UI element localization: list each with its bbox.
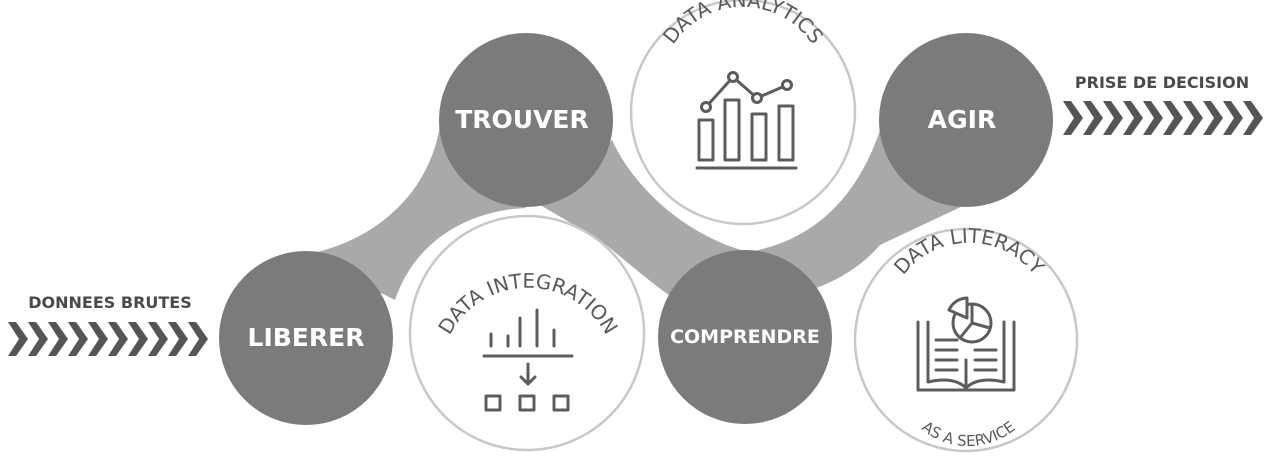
input-label: DONNEES BRUTES bbox=[28, 293, 192, 312]
data-integration-circle bbox=[408, 214, 646, 452]
data-analytics-circle bbox=[629, 0, 857, 226]
open-book-pie-chart-icon bbox=[916, 296, 1016, 392]
step-label-trouver: TROUVER bbox=[455, 105, 589, 134]
step-label-agir: AGIR bbox=[928, 105, 996, 134]
data-integration-icon bbox=[482, 308, 574, 412]
step-label-comprendre: COMPRENDRE bbox=[670, 326, 820, 348]
trouver-circle bbox=[439, 33, 613, 207]
line-bar-chart-icon bbox=[695, 71, 798, 170]
comprendre-circle bbox=[658, 250, 832, 424]
step-label-liberer: LIBERER bbox=[248, 323, 365, 352]
input-chevron-arrow bbox=[8, 322, 208, 356]
output-chevron-arrow bbox=[1063, 101, 1263, 135]
output-label: PRISE DE DECISION bbox=[1075, 73, 1249, 92]
liberer-circle bbox=[219, 251, 393, 425]
agir-circle bbox=[879, 33, 1053, 207]
